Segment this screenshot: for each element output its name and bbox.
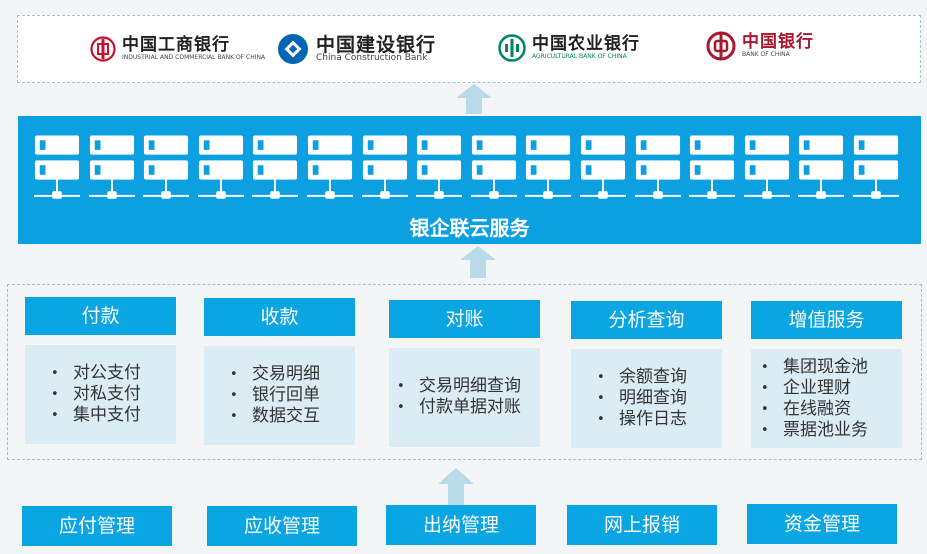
module-payables: 应付管理 — [22, 506, 172, 546]
bank-icbc: 中国工商银行 INDUSTRIAL AND COMMERCIAL BANK OF… — [90, 36, 265, 62]
cloud-service-band: 银企联云服务 — [18, 116, 921, 244]
list-item: •企业理财 — [761, 378, 851, 398]
server-icon — [743, 135, 790, 199]
module-cashier: 出纳管理 — [386, 505, 536, 545]
list-item: •集团现金池 — [761, 357, 868, 377]
bank-boc: 中国银行 BANK OF CHINA — [706, 31, 814, 61]
list-item: •数据交互 — [230, 406, 320, 426]
bank-name-cn: 中国工商银行 — [122, 35, 230, 55]
bank-name-en: AGRICULTURAL BANK OF CHINA — [532, 53, 627, 60]
server-icon — [361, 135, 408, 199]
list-item: •操作日志 — [597, 409, 687, 429]
list-item: •在线融资 — [761, 399, 851, 419]
list-item: •对公支付 — [51, 363, 141, 383]
list-item: •交易明细 — [230, 364, 320, 384]
server-icon — [470, 135, 517, 199]
list-item: •交易明细查询 — [397, 376, 521, 396]
list-item: •银行回单 — [230, 385, 320, 405]
server-icon — [525, 135, 572, 199]
up-arrow-icon — [456, 84, 492, 114]
server-icon — [416, 135, 463, 199]
server-icon — [853, 135, 899, 199]
bank-name-cn: 中国建设银行 — [316, 34, 437, 56]
service-panel-value-added: •集团现金池 •企业理财 •在线融资 •票据池业务 — [751, 349, 902, 448]
server-icon — [252, 135, 299, 199]
module-fund-management: 资金管理 — [747, 504, 897, 544]
server-icon — [197, 135, 244, 199]
up-arrow-icon — [438, 468, 474, 508]
cloud-service-title: 银企联云服务 — [409, 216, 530, 240]
bank-name-en: China Construction Bank — [316, 53, 428, 63]
service-title-payment: 付款 — [25, 297, 176, 335]
list-item: •票据池业务 — [761, 420, 868, 440]
server-icon — [307, 135, 353, 199]
server-icon — [34, 135, 80, 199]
module-receivables: 应收管理 — [207, 506, 357, 546]
server-icon — [143, 135, 190, 199]
module-online-reimbursement: 网上报销 — [567, 505, 717, 545]
bank-abc: 中国农业银行 AGRICULTURAL BANK OF CHINA — [498, 34, 640, 62]
server-icon — [88, 135, 135, 199]
list-item: •付款单据对账 — [397, 397, 521, 417]
ccb-logo-icon — [278, 34, 308, 64]
bank-ccb: 中国建设银行 China Construction Bank — [276, 32, 436, 66]
service-panel-analysis: •余额查询 •明细查询 •操作日志 — [571, 349, 722, 448]
list-item: •集中支付 — [51, 405, 141, 425]
server-icon — [689, 135, 736, 199]
up-arrow-icon — [460, 246, 496, 278]
service-panel-reconciliation: •交易明细查询 •付款单据对账 — [389, 348, 540, 447]
list-item: •余额查询 — [597, 367, 687, 387]
icbc-logo-icon — [90, 36, 116, 62]
service-panel-receipt: •交易明细 •银行回单 •数据交互 — [204, 346, 355, 445]
server-icon — [798, 135, 845, 199]
bank-name-cn: 中国农业银行 — [532, 34, 640, 54]
service-panel-payment: •对公支付 •对私支付 •集中支付 — [25, 345, 176, 444]
abc-logo-icon — [498, 34, 526, 62]
bank-logo-bar: 中国工商银行 INDUSTRIAL AND COMMERCIAL BANK OF… — [17, 15, 921, 83]
boc-logo-icon — [706, 31, 736, 61]
service-title-analysis: 分析查询 — [571, 301, 722, 339]
list-item: •明细查询 — [597, 388, 687, 408]
service-title-receipt: 收款 — [204, 298, 355, 336]
server-icon — [580, 135, 626, 199]
bank-name-en: INDUSTRIAL AND COMMERCIAL BANK OF CHINA — [122, 54, 266, 61]
service-zone — [7, 284, 922, 460]
bank-name-en: BANK OF CHINA — [742, 51, 790, 58]
server-icon — [634, 135, 681, 199]
service-title-reconciliation: 对账 — [389, 300, 540, 338]
service-title-value-added: 增值服务 — [751, 301, 902, 339]
bank-name-cn: 中国银行 — [742, 32, 814, 52]
list-item: •对私支付 — [51, 384, 141, 404]
